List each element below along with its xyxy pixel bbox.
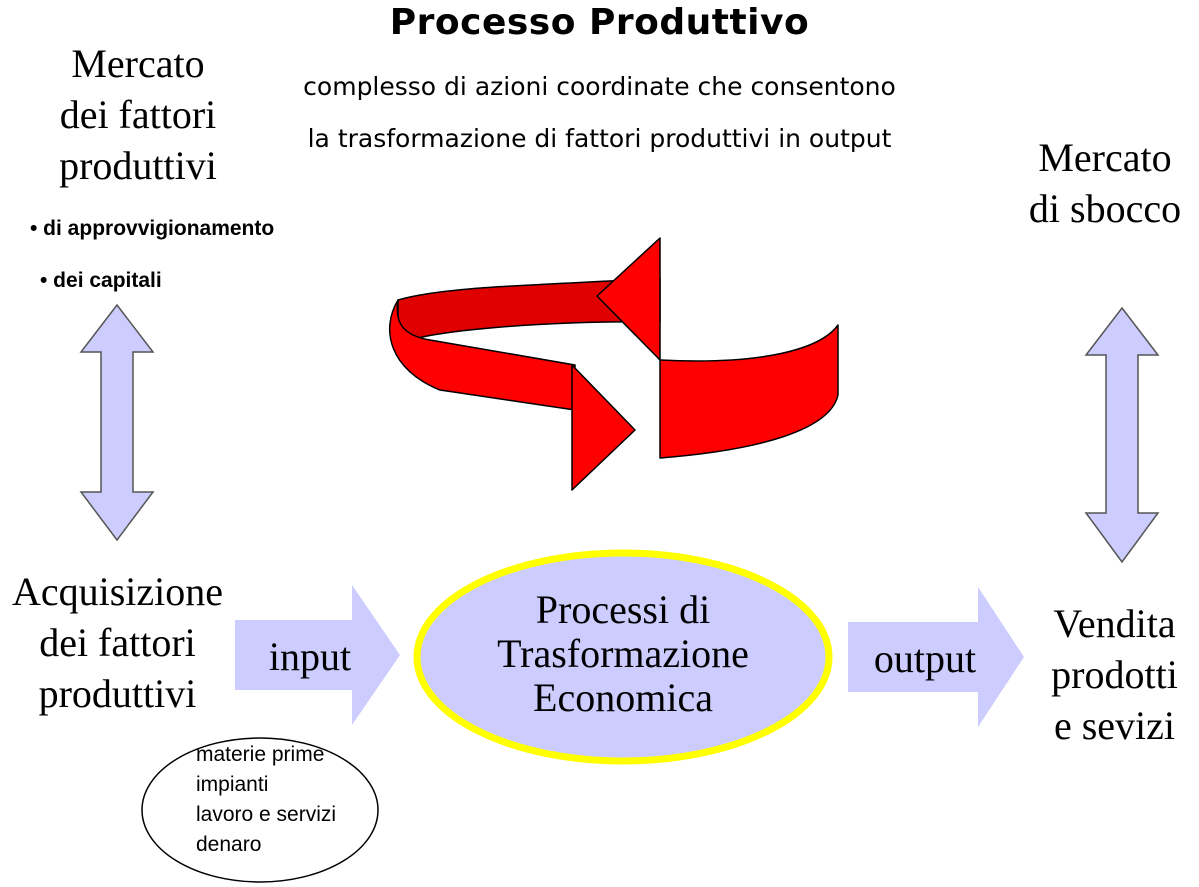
cycle-arrow-right-side: [659, 324, 839, 459]
process-line-2: Trasformazione: [497, 631, 749, 676]
right-market-label: Mercato di sbocco: [1010, 132, 1199, 234]
cycle-arrow-bottom-head: [571, 364, 636, 491]
cycle-arrow-top-head: [596, 237, 661, 361]
acquisition-line-3: produttivi: [38, 671, 197, 716]
left-market-label: Mercato dei fattori produttivi: [28, 38, 248, 191]
inputs-list-item: denaro: [196, 833, 262, 856]
bullet-approvvigionamento: • di approvvigionamento: [30, 217, 275, 240]
subtitle-line-2: la trasformazione di fattori produttivi …: [307, 124, 892, 153]
process-ellipse: [413, 549, 833, 765]
acquisition-line-2: dei fattori: [39, 620, 196, 665]
acquisition-line-1: Acquisizione: [11, 569, 224, 614]
sales-line-2: prodotti: [1051, 652, 1178, 697]
inputs-list: materie prime impianti lavoro e servizi …: [196, 740, 336, 860]
process-label: Processi di Trasformazione Economica: [430, 588, 816, 720]
inputs-ellipse: [141, 737, 379, 883]
left-market-line-2: dei fattori: [59, 92, 217, 137]
inputs-list-item: lavoro e servizi: [196, 803, 337, 826]
subtitle-line-1: complesso di azioni coordinate che conse…: [303, 72, 896, 101]
sales-line-3: e sevizi: [1053, 703, 1176, 748]
output-label: output: [873, 636, 977, 681]
inputs-list-item: materie prime: [196, 743, 325, 766]
output-arrow: [848, 587, 1024, 727]
page-title: Processo Produttivo: [389, 2, 810, 43]
cycle-arrows-icon: [389, 237, 839, 491]
acquisition-label: Acquisizione dei fattori produttivi: [0, 566, 235, 719]
left-double-arrow: [79, 303, 155, 542]
process-line-1: Processi di: [535, 587, 711, 632]
left-market-line-3: produttivi: [59, 143, 217, 188]
input-arrow: [235, 585, 400, 725]
sales-line-1: Vendita: [1053, 601, 1176, 646]
inputs-list-item: impianti: [196, 773, 269, 796]
right-double-arrow: [1084, 306, 1160, 564]
left-market-line-1: Mercato: [71, 41, 205, 86]
bullet-capitali: • dei capitali: [40, 269, 162, 292]
cycle-arrow-left-side: [389, 299, 576, 411]
sales-label: Vendita prodotti e sevizi: [1030, 598, 1199, 751]
right-market-line-1: Mercato: [1038, 135, 1172, 180]
right-market-line-2: di sbocco: [1028, 186, 1182, 231]
input-label: input: [268, 634, 352, 679]
process-line-3: Economica: [533, 675, 713, 720]
